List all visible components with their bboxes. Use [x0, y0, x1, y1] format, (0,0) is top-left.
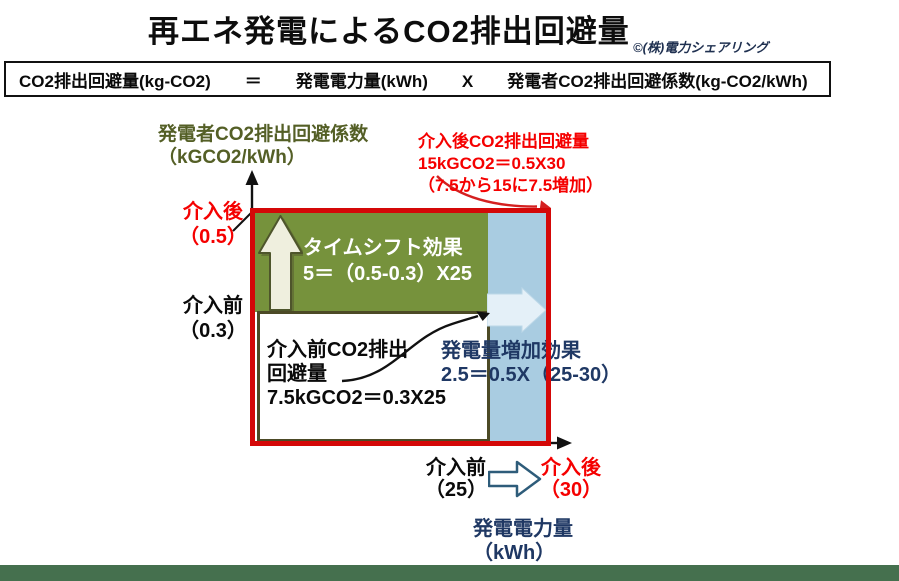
generation-effect-line2: 2.5＝0.5X（25-30）: [441, 364, 622, 386]
y-after-text: 介入後: [183, 201, 243, 223]
y-axis-title: 発電者CO2排出回避係数 （kGCO2/kWh）: [158, 123, 368, 169]
formula-text: CO2排出回避量(kg-CO2) ＝ 発電電力量(kWh) X 発電者CO2排出…: [19, 71, 808, 91]
y-axis-title-line2: （kGCO2/kWh）: [158, 147, 306, 168]
y-before-label: 介入前 （0.3）: [172, 294, 254, 344]
after-co2-annotation: 介入後CO2排出回避量 15kGCO2＝0.5X30 （7.5から15に7.5増…: [418, 131, 603, 197]
after-annotation-line3: （7.5から15に7.5増加）: [418, 176, 604, 195]
y-before-value: （0.3）: [179, 320, 247, 342]
up-block-arrow-icon: [258, 215, 303, 311]
x-after-label: 介入後 （30）: [538, 457, 604, 501]
formula-box: CO2排出回避量(kg-CO2) ＝ 発電電力量(kWh) X 発電者CO2排出…: [4, 61, 831, 97]
x-axis-title: 発電電力量 （kWh）: [473, 517, 573, 565]
x-axis-change-arrow-icon: [488, 460, 542, 498]
after-annotation-line2: 15kGCO2＝0.5X30: [418, 154, 566, 173]
generation-increase-strip: [488, 213, 546, 442]
right-block-arrow-icon: [487, 287, 547, 333]
x-before-text: 介入前: [426, 457, 486, 479]
x-before-label: 介入前 （25）: [419, 457, 493, 501]
x-after-text: 介入後: [541, 457, 601, 479]
y-before-text: 介入前: [183, 295, 243, 317]
timeshift-text: タイムシフト効果 5＝（0.5-0.3）X25: [303, 235, 472, 287]
page-title: 再エネ発電によるCO2排出回避量: [148, 14, 630, 49]
timeshift-line2: 5＝（0.5-0.3）X25: [303, 263, 472, 285]
y-after-value: （0.5）: [179, 226, 247, 248]
y-axis-title-line1: 発電者CO2排出回避係数: [158, 124, 369, 145]
bottom-green-band: [0, 565, 899, 581]
x-axis-title-line1: 発電電力量: [473, 518, 573, 540]
x-axis-title-line2: （kWh）: [473, 542, 556, 564]
copyright-text: ©(株)電力シェアリング: [633, 40, 769, 55]
red-total-border: [250, 208, 551, 446]
after-annotation-line1: 介入後CO2排出回避量: [418, 132, 589, 151]
x-after-value: （30）: [539, 479, 603, 501]
y-after-label: 介入後 （0.5）: [172, 200, 254, 250]
timeshift-line1: タイムシフト効果: [303, 237, 463, 259]
before-co2-line3: 7.5kGCO2＝0.3X25: [267, 387, 446, 409]
before-co2-box: 介入前CO2排出 回避量 7.5kGCO2＝0.3X25: [257, 311, 490, 442]
x-before-value: （25）: [424, 479, 488, 501]
before-co2-line2: 回避量: [267, 363, 327, 385]
